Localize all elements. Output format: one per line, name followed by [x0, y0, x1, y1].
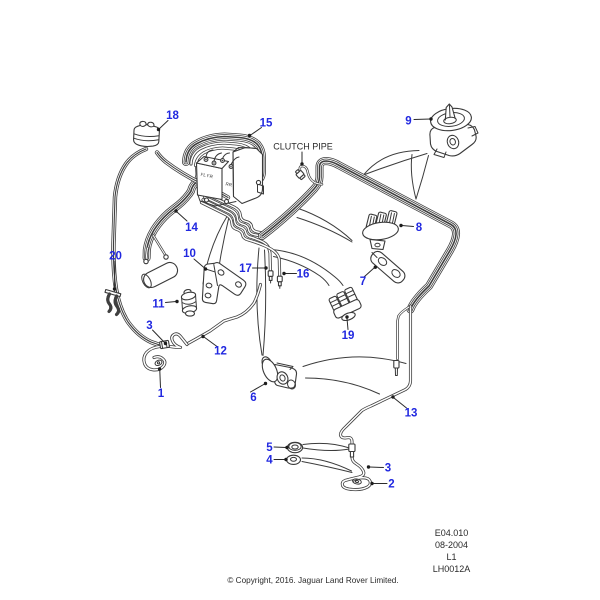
svg-text:20: 20: [109, 251, 122, 263]
svg-text:08-2004: 08-2004: [435, 540, 468, 550]
svg-text:LH0012A: LH0012A: [433, 564, 471, 574]
svg-text:FL FR: FL FR: [200, 172, 214, 180]
svg-text:15: 15: [260, 118, 273, 130]
svg-text:RR: RR: [225, 181, 233, 187]
svg-text:14: 14: [185, 222, 198, 234]
svg-text:4: 4: [266, 455, 273, 467]
svg-text:19: 19: [342, 330, 355, 342]
svg-text:E04.010: E04.010: [435, 528, 469, 538]
svg-text:2: 2: [388, 479, 394, 491]
svg-text:18: 18: [166, 110, 179, 122]
svg-text:10: 10: [183, 248, 196, 260]
svg-text:9: 9: [405, 116, 411, 128]
svg-text:CLUTCH PIPE: CLUTCH PIPE: [273, 142, 333, 152]
svg-text:17: 17: [239, 263, 252, 275]
svg-text:6: 6: [250, 392, 256, 404]
svg-text:5: 5: [266, 442, 273, 454]
svg-text:11: 11: [152, 299, 165, 311]
svg-text:© Copyright, 2016. Jaguar Land: © Copyright, 2016. Jaguar Land Rover Lim…: [227, 576, 398, 585]
svg-text:13: 13: [405, 408, 418, 420]
svg-text:16: 16: [297, 269, 310, 281]
svg-text:1: 1: [158, 388, 165, 400]
svg-text:8: 8: [416, 222, 423, 234]
svg-text:L1: L1: [446, 552, 456, 562]
svg-text:3: 3: [385, 463, 391, 475]
svg-text:7: 7: [360, 276, 366, 288]
svg-text:12: 12: [214, 346, 227, 358]
svg-text:3: 3: [146, 320, 152, 332]
